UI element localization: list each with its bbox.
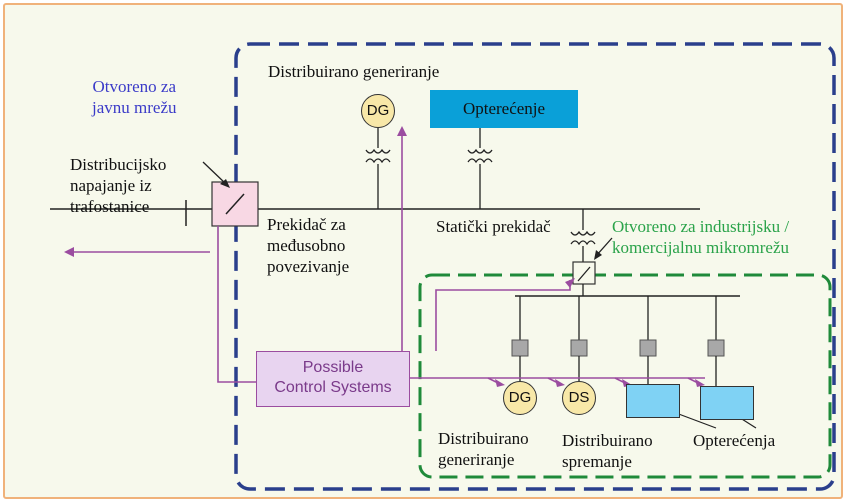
dg-bottom-symbol: DG [503, 381, 537, 415]
dg-top-symbol: DG [361, 94, 395, 128]
microgrid-region [418, 273, 832, 479]
ds-bottom-symbol: DS [562, 381, 596, 415]
dist-gen-title: Distribuirano generiranje [268, 62, 440, 81]
loads-label: Opterećenja [693, 431, 776, 450]
distributed-generation-region [234, 42, 836, 491]
static-breaker [572, 261, 596, 285]
dist-storage-label: Distribuirano spremanje [562, 431, 653, 471]
dist-supply-label: Distribucijsko napajanje iz trafostanice [70, 155, 167, 216]
open-public-label: Otvoreno za javnu mrežu [92, 77, 177, 117]
interconnect-label: Prekidač za međusobno povezivanje [267, 215, 350, 276]
open-industrial-label: Otvoreno za industrijsku / komercijalnu … [612, 217, 790, 257]
control-systems-box: Possible Control Systems [256, 351, 410, 407]
load-box-1 [626, 384, 680, 418]
static-breaker-label: Statički prekidač [436, 217, 551, 236]
dist-gen-bottom-label: Distribuirano generiranje [438, 429, 529, 469]
load-box-2 [700, 386, 754, 420]
load-top-box: Opterećenje [430, 90, 578, 128]
